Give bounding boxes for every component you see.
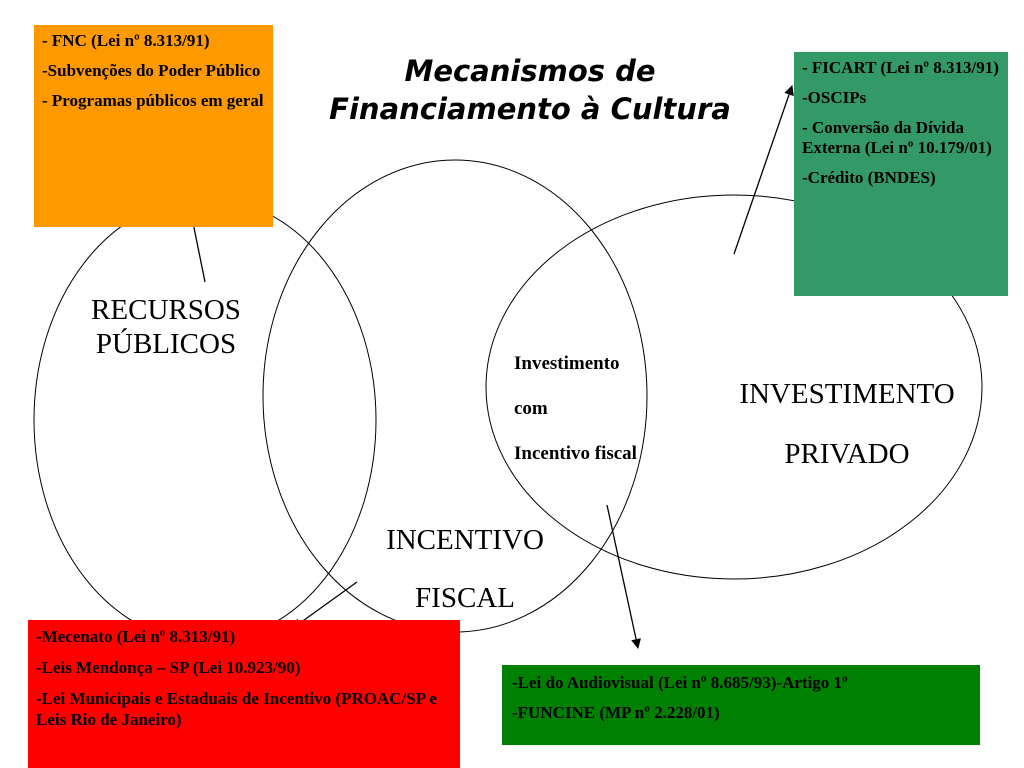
list-item: - Programas públicos em geral xyxy=(42,91,264,110)
box-investimento-privado: - FICART (Lei nº 8.313/91) -OSCIPs - Con… xyxy=(794,52,1008,296)
list-item: -Mecenato (Lei nº 8.313/91) xyxy=(36,627,236,646)
label-line: INVESTIMENTO xyxy=(739,378,955,410)
list-item: -OSCIPs xyxy=(802,88,867,107)
list-item: -Crédito (BNDES) xyxy=(802,168,936,187)
label-recursos-publicos: RECURSOS PÚBLICOS xyxy=(66,293,266,361)
circle-recursos-publicos xyxy=(33,197,377,643)
label-line: PÚBLICOS xyxy=(95,328,237,360)
list-item: - FNC (Lei nº 8.313/91) xyxy=(42,31,210,50)
arrow-to-private-box xyxy=(733,85,794,255)
list-item: -Leis Mendonça – SP (Lei 10.923/90) xyxy=(36,658,301,677)
label-line: INCENTIVO xyxy=(386,524,544,556)
label-line: PRIVADO xyxy=(784,438,910,470)
list-item: -Lei do Audiovisual (Lei nº 8.685/93)-Ar… xyxy=(512,673,848,692)
box-incentivo-fiscal: -Mecenato (Lei nº 8.313/91) -Leis Mendon… xyxy=(28,620,460,768)
label-investimento-com-incentivo: Investimento com Incentivo fiscal xyxy=(514,341,704,476)
list-item: -FUNCINE (MP nº 2.228/01) xyxy=(512,703,720,722)
list-item: - FICART (Lei nº 8.313/91) xyxy=(802,58,999,77)
title-line-1: Mecanismos de xyxy=(404,54,656,88)
title-line-2: Financiamento à Cultura xyxy=(329,92,731,126)
box-investimento-com-incentivo: -Lei do Audiovisual (Lei nº 8.685/93)-Ar… xyxy=(502,665,980,745)
label-line: com xyxy=(514,398,548,419)
label-line: Incentivo fiscal xyxy=(514,443,637,464)
label-incentivo-fiscal: INCENTIVO FISCAL xyxy=(355,511,575,627)
arrow-to-overlap-box xyxy=(606,504,641,649)
label-line: FISCAL xyxy=(415,582,515,614)
label-line: RECURSOS xyxy=(91,294,241,326)
label-line: Investimento xyxy=(514,353,620,374)
list-item: -Lei Municipais e Estaduais de Incentivo… xyxy=(36,689,437,729)
list-item: - Conversão da Dívida Externa (Lei nº 10… xyxy=(802,118,992,157)
box-recursos-publicos: - FNC (Lei nº 8.313/91) -Subvenções do P… xyxy=(34,25,273,227)
label-investimento-privado: INVESTIMENTO PRIVADO xyxy=(712,364,982,484)
list-item: -Subvenções do Poder Público xyxy=(42,61,261,80)
circle-investimento-privado xyxy=(485,194,983,580)
page-title: Mecanismos de Financiamento à Cultura xyxy=(270,52,790,128)
